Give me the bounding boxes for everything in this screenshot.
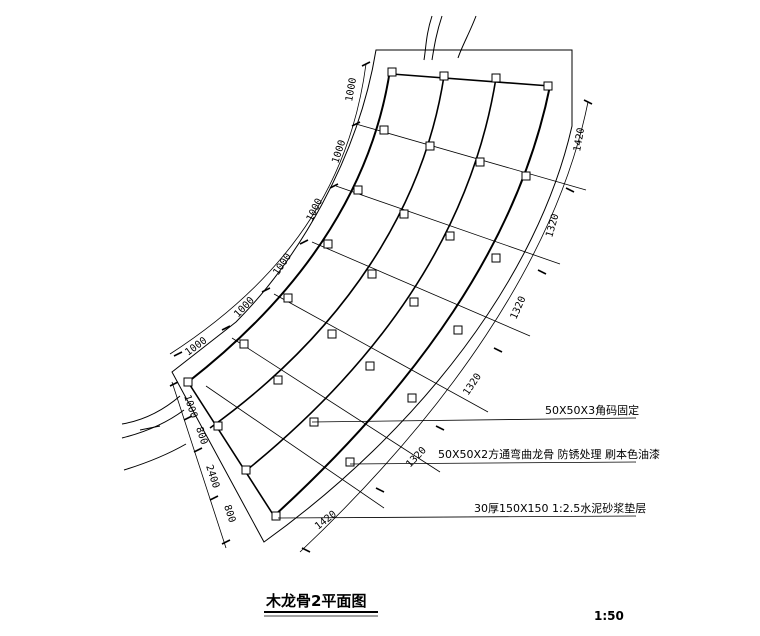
dim-inner-1: 1420 — [572, 127, 587, 153]
note-curved-joist: 50X50X2方通弯曲龙骨 防锈处理 刷本色油漆 — [438, 447, 660, 461]
note-angle-bracket: 50X50X3角码固定 — [545, 403, 639, 417]
dimension-line-inner: 1420 1320 1320 1320 1320 1420 — [299, 99, 593, 553]
dim-outer-2: 1000 — [330, 139, 348, 165]
note-mortar-bed: 30厚150X150 1:2.5水泥砂浆垫层 — [474, 501, 646, 515]
dim-inner-6: 1420 — [313, 509, 339, 533]
drawing-scale: 1:50 — [594, 609, 624, 623]
walkway-left — [121, 395, 187, 471]
dim-left-1: 1000 — [181, 394, 199, 420]
dim-outer-1: 1000 — [344, 77, 359, 103]
dim-outer-5: 1000 — [232, 295, 257, 320]
walkway-top — [423, 15, 477, 61]
dim-outer-6: 1000 — [183, 335, 209, 358]
dim-inner-5: 1320 — [404, 445, 429, 470]
drawing-title: 木龙骨2平面图 — [265, 592, 366, 610]
dim-left-2: 800 — [193, 426, 209, 447]
slab-outline — [171, 49, 573, 543]
curved-joists — [187, 73, 551, 517]
dim-outer-3: 1000 — [305, 197, 325, 223]
annotation-leaders — [277, 417, 637, 519]
radial-lines — [205, 123, 587, 509]
dim-inner-3: 1320 — [509, 295, 529, 321]
dimension-line-left: 1000 800 2400 800 — [169, 381, 237, 549]
dim-inner-2: 1320 — [544, 213, 561, 239]
frame-inner-edge — [273, 85, 551, 517]
dim-outer-4: 1000 — [271, 252, 294, 278]
frame-outer-edge — [187, 69, 391, 383]
bracket-connectors — [183, 67, 553, 521]
dim-left-4: 800 — [221, 504, 237, 525]
dimension-line-outer: 1000 1000 1000 1000 1000 1000 — [169, 61, 371, 358]
dim-inner-4: 1320 — [461, 372, 484, 398]
